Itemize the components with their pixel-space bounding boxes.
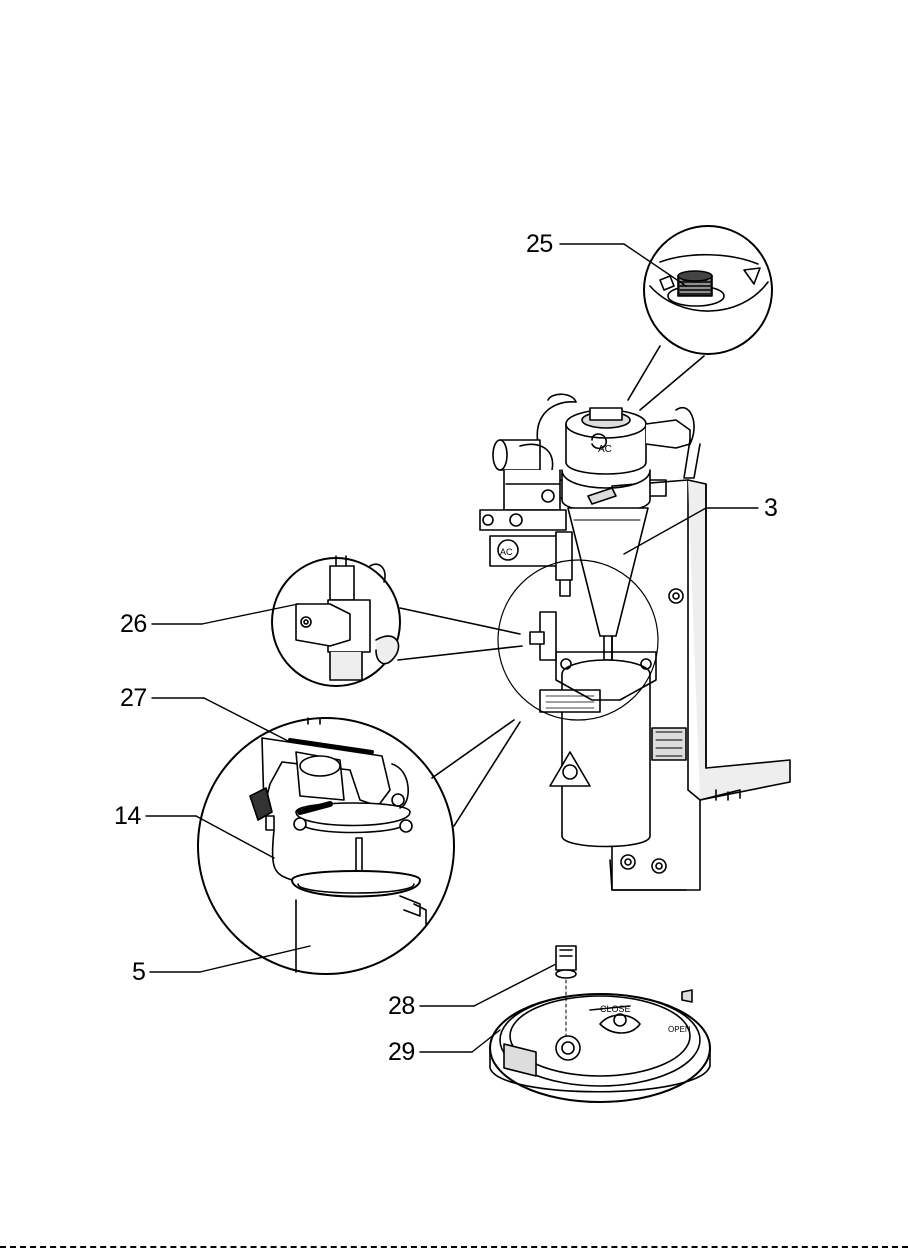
lid-open-text: OPEN bbox=[668, 1025, 691, 1034]
callout-27: 27 bbox=[120, 686, 147, 711]
svg-text:AC: AC bbox=[598, 444, 612, 455]
callout-29: 29 bbox=[388, 1040, 415, 1065]
callout-3: 3 bbox=[764, 496, 777, 521]
detail-view-27-14-5 bbox=[198, 718, 520, 974]
svg-text:AC: AC bbox=[500, 547, 513, 557]
callout-14: 14 bbox=[114, 804, 141, 829]
collection-canister bbox=[540, 652, 656, 847]
valve-assembly: AC bbox=[480, 440, 572, 596]
lid-close-text: CLOSE bbox=[600, 1004, 631, 1014]
callout-25: 25 bbox=[526, 232, 553, 257]
callout-26: 26 bbox=[120, 612, 147, 637]
detail-view-25 bbox=[628, 226, 772, 410]
callout-28: 28 bbox=[388, 994, 415, 1019]
leader-28-angle bbox=[474, 964, 556, 1006]
canister-lid: CLOSE OPEN bbox=[490, 946, 710, 1102]
callout-5: 5 bbox=[132, 960, 145, 985]
leader-27-angle bbox=[204, 698, 290, 742]
